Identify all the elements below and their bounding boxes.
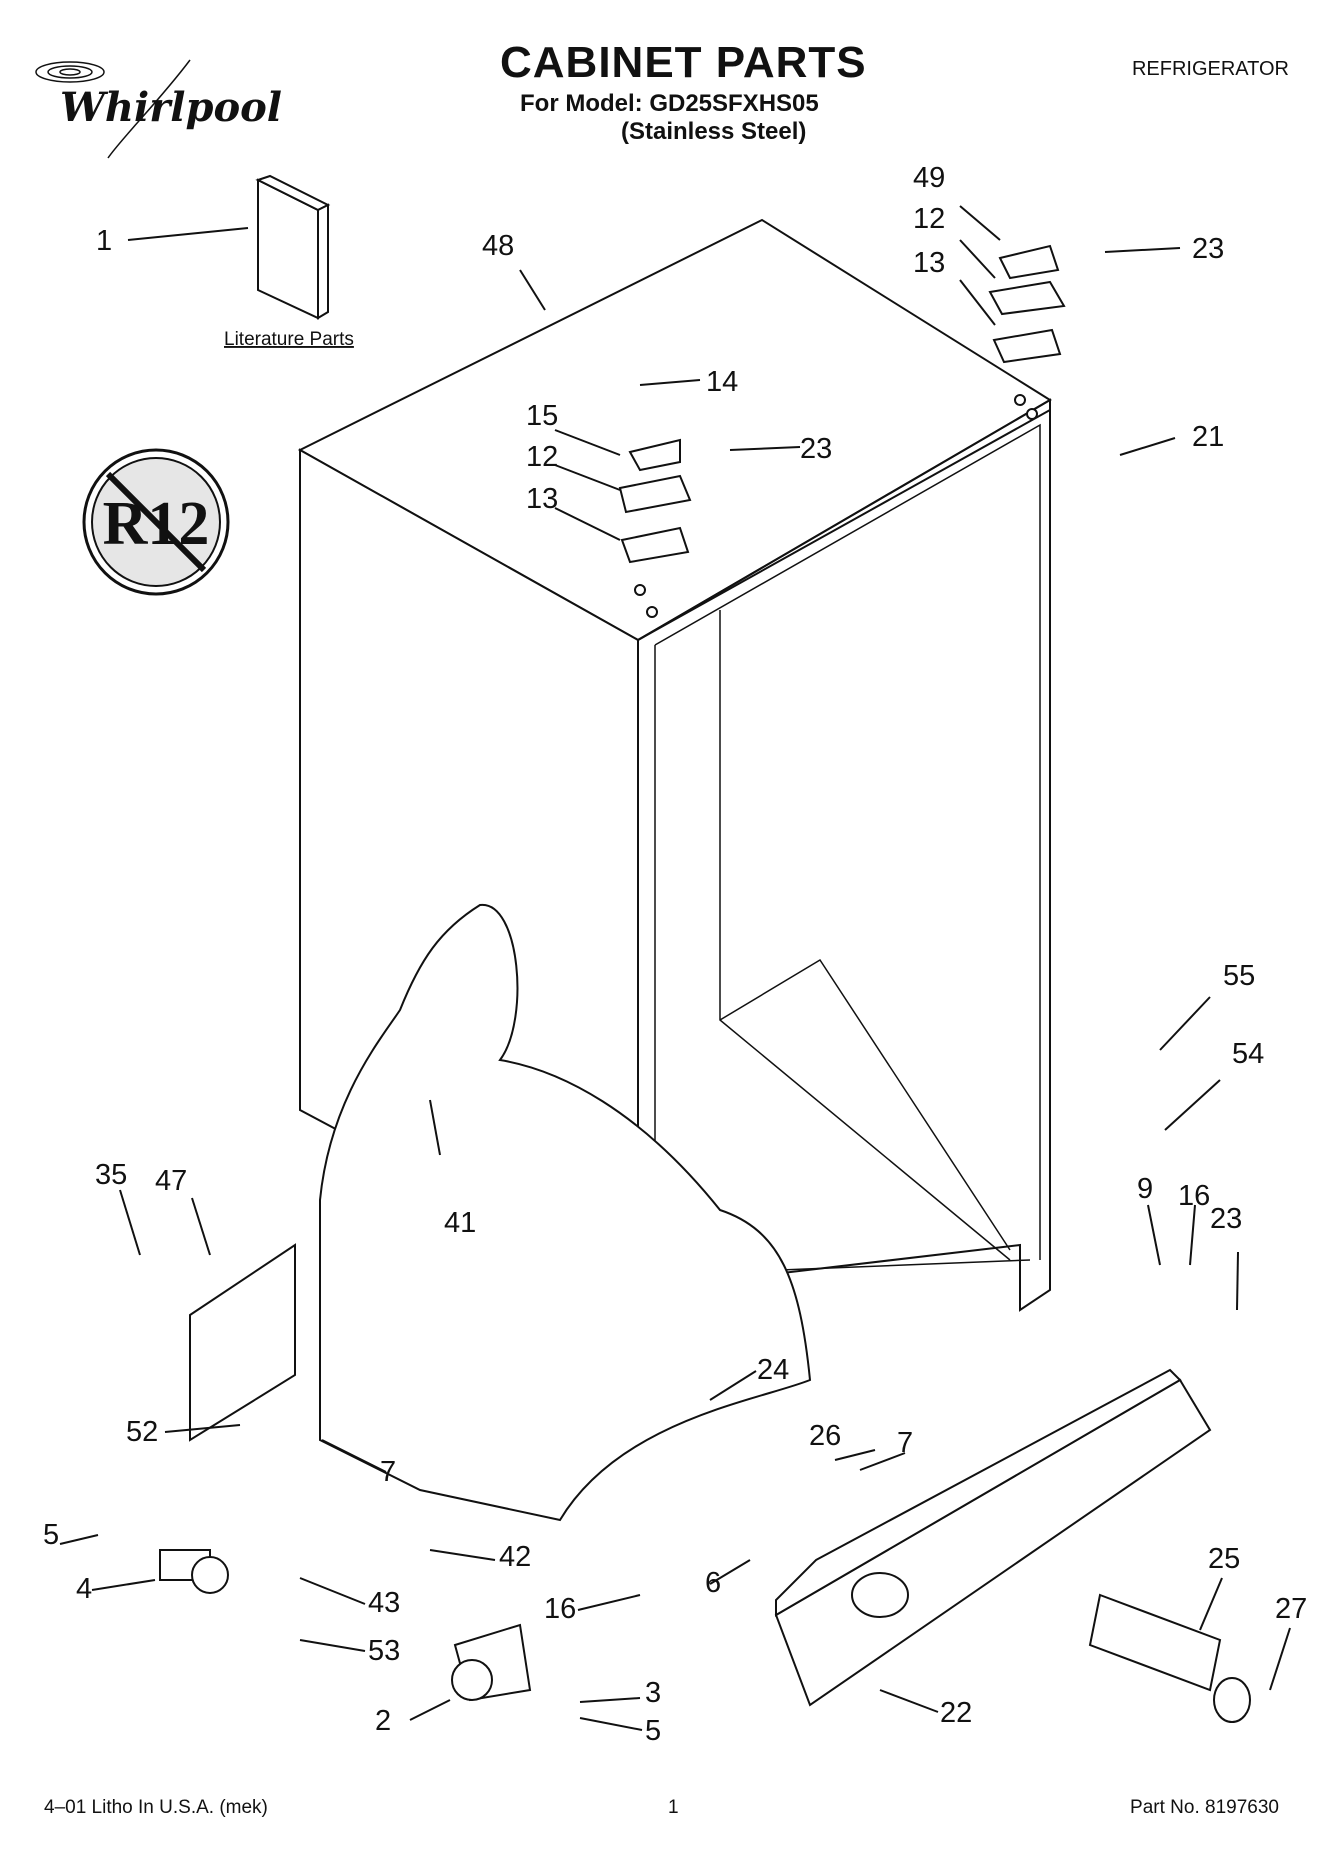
callout-16b: 16 <box>544 1593 576 1625</box>
toe-grille <box>774 1368 1212 1707</box>
literature-booklet-icon <box>255 174 331 320</box>
callout-48: 48 <box>482 230 514 262</box>
water-filter <box>1088 1593 1251 1723</box>
callout-12b: 12 <box>526 441 558 473</box>
callout-5a: 5 <box>43 1519 59 1551</box>
callout-22: 22 <box>940 1697 972 1729</box>
leader-lines <box>59 205 1291 1731</box>
footer-litho: 4–01 Litho In U.S.A. (mek) <box>44 1797 268 1818</box>
callout-21: 21 <box>1192 421 1224 453</box>
callout-3: 3 <box>645 1677 661 1709</box>
top-hinge-left <box>618 438 692 618</box>
callout-52: 52 <box>126 1416 158 1448</box>
callout-23c: 23 <box>1210 1203 1242 1235</box>
callout-26: 26 <box>809 1420 841 1452</box>
callout-27: 27 <box>1275 1593 1307 1625</box>
callout-15: 15 <box>526 400 558 432</box>
callout-14: 14 <box>706 366 738 398</box>
cutaway-compartment <box>319 903 812 1522</box>
callout-42: 42 <box>499 1541 531 1573</box>
r12-label: R12 <box>103 490 210 558</box>
callout-16a: 16 <box>1178 1180 1210 1212</box>
callout-7b: 7 <box>897 1427 913 1459</box>
callout-25: 25 <box>1208 1543 1240 1575</box>
top-hinge-right <box>988 244 1066 420</box>
model-line: For Model: GD25SFXHS05 <box>520 90 819 117</box>
callout-23a: 23 <box>1192 233 1224 265</box>
footer-part-number: Part No. 8197630 <box>1130 1797 1279 1818</box>
callout-23b: 23 <box>800 433 832 465</box>
callout-6: 6 <box>705 1567 721 1599</box>
callout-labels: 1 48 49 12 13 23 14 15 12 23 13 21 55 54… <box>43 162 1307 1747</box>
product-type: REFRIGERATOR <box>1131 58 1289 80</box>
whirlpool-logo: Whirlpool <box>60 84 282 131</box>
callout-4: 4 <box>76 1573 92 1605</box>
callout-7a: 7 <box>380 1456 396 1488</box>
no-r12-badge-icon: R12 <box>82 448 230 596</box>
literature-parts-label: Literature Parts <box>224 329 354 350</box>
callout-12a: 12 <box>913 203 945 235</box>
rear-roller <box>451 1623 532 1702</box>
page-title: CABINET PARTS <box>500 38 867 87</box>
callout-49: 49 <box>913 162 945 194</box>
callout-35: 35 <box>95 1159 127 1191</box>
callout-24: 24 <box>757 1354 789 1386</box>
callout-55: 55 <box>1223 960 1255 992</box>
whirlpool-swirl-icon <box>35 59 191 159</box>
front-roller <box>159 1549 229 1594</box>
callout-41: 41 <box>444 1207 476 1239</box>
callout-47: 47 <box>155 1165 187 1197</box>
callout-13a: 13 <box>913 247 945 279</box>
callout-43: 43 <box>368 1587 400 1619</box>
rear-access-panel <box>189 1243 296 1442</box>
callout-54: 54 <box>1232 1038 1264 1070</box>
callout-9: 9 <box>1137 1173 1153 1205</box>
callout-13b: 13 <box>526 483 558 515</box>
callout-1: 1 <box>96 225 112 257</box>
callout-5b: 5 <box>645 1715 661 1747</box>
callout-53: 53 <box>368 1635 400 1667</box>
variant-line: (Stainless Steel) <box>621 118 807 145</box>
footer-page-number: 1 <box>668 1797 679 1818</box>
callout-2: 2 <box>375 1705 391 1737</box>
